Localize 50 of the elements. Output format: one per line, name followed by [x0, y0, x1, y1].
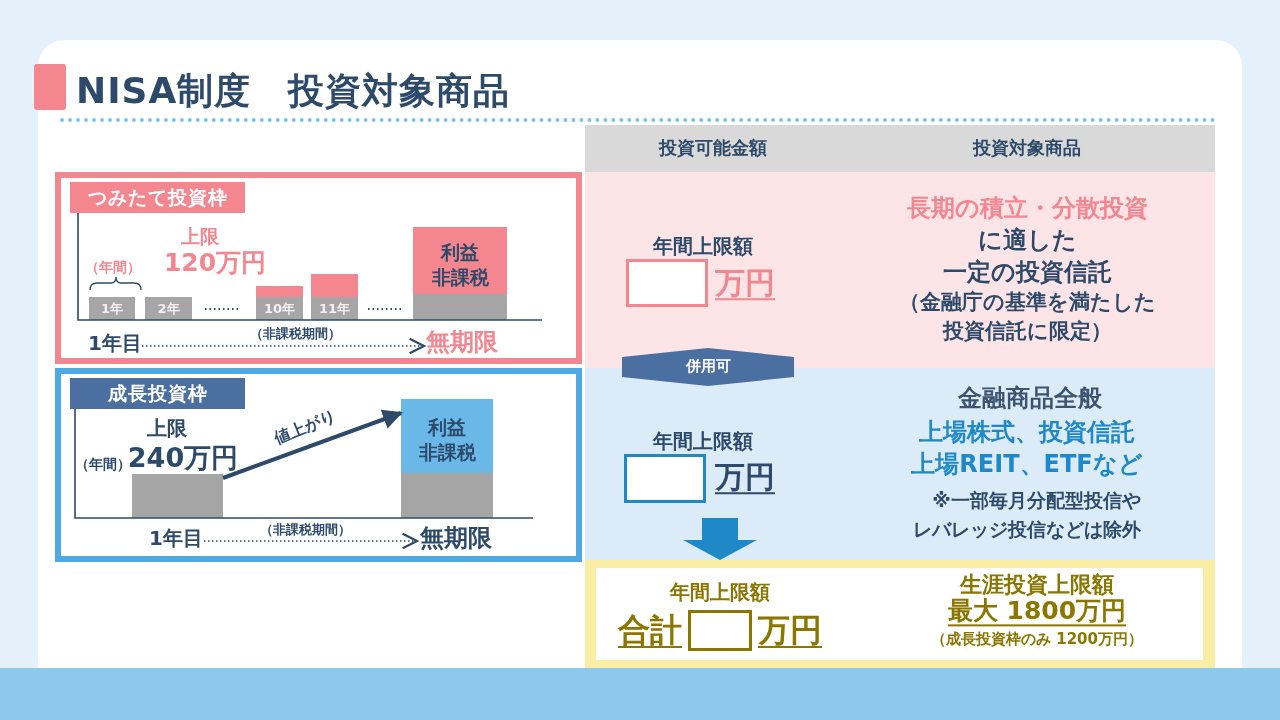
panel-heading: 成長投資枠: [70, 378, 245, 409]
product-text: （金融庁の基準を満たした投資信託に限定）: [897, 288, 1157, 345]
product-text: に適した: [977, 225, 1077, 255]
investment-bar: [132, 474, 223, 518]
bar-label: 利益: [441, 241, 479, 265]
limit-amount: 最大 1800万円: [947, 596, 1127, 627]
start-label: 1年目: [148, 525, 204, 551]
start-label: 1年目: [88, 330, 142, 356]
note-text: ※一部毎月分配型投信やレバレッジ投信などは除外: [912, 487, 1142, 542]
block-arrow: [683, 518, 757, 560]
arrow: [141, 337, 426, 355]
bar-label: 非課税: [431, 266, 489, 290]
product-text: 上場株式、投資信託: [919, 417, 1135, 447]
period-label: 無期限: [424, 327, 500, 357]
column-header: 投資可能金額: [659, 136, 767, 160]
framed-panel: [55, 368, 582, 562]
cell-heading: 年間上限額: [653, 233, 753, 259]
limit-amount: 120万円: [163, 247, 267, 279]
edge-label: 併用可: [685, 356, 731, 376]
limit-label: 上限: [181, 225, 219, 249]
bar-label: 利益: [428, 416, 466, 440]
double-arrow-banner: [622, 348, 794, 386]
product-text: 上場REIT、ETFなど: [911, 449, 1143, 479]
year-bar: 2年: [145, 297, 192, 320]
product-text: 金融商品全般: [958, 383, 1102, 413]
amount-unit: 万円: [715, 264, 775, 302]
amount-unit: 万円: [758, 610, 822, 650]
cell-heading: 年間上限額: [670, 579, 770, 605]
amount-unit: 万円: [715, 458, 775, 496]
product-text: 一定の投資信託: [942, 257, 1112, 287]
arrow: [203, 532, 419, 550]
title: NISA制度 投資対象商品: [76, 68, 511, 113]
annual-label: （年間）: [85, 259, 141, 277]
year-bar: 11年: [311, 274, 358, 320]
limit-heading: 生涯投資上限額: [960, 571, 1114, 598]
year-bar: 1年: [89, 297, 135, 320]
period-label: 無期限: [417, 523, 495, 553]
year-bar: 10年: [256, 286, 303, 320]
limit-label: 上限: [147, 415, 187, 441]
limit-note: （成長投資枠のみ 1200万円）: [931, 629, 1143, 649]
profit-bar: [401, 399, 493, 518]
column-header: 投資対象商品: [973, 136, 1081, 160]
product-text: 長期の積立・分散投資: [906, 193, 1148, 223]
cell-heading: 年間上限額: [653, 428, 753, 454]
panel-heading: つみたて投資枠: [70, 182, 245, 213]
profit-bar: [413, 227, 507, 320]
framed-panel: [55, 172, 582, 364]
arrow: [222, 409, 403, 480]
bar-label: 非課税: [418, 441, 476, 465]
total-label: 合計: [618, 610, 682, 650]
